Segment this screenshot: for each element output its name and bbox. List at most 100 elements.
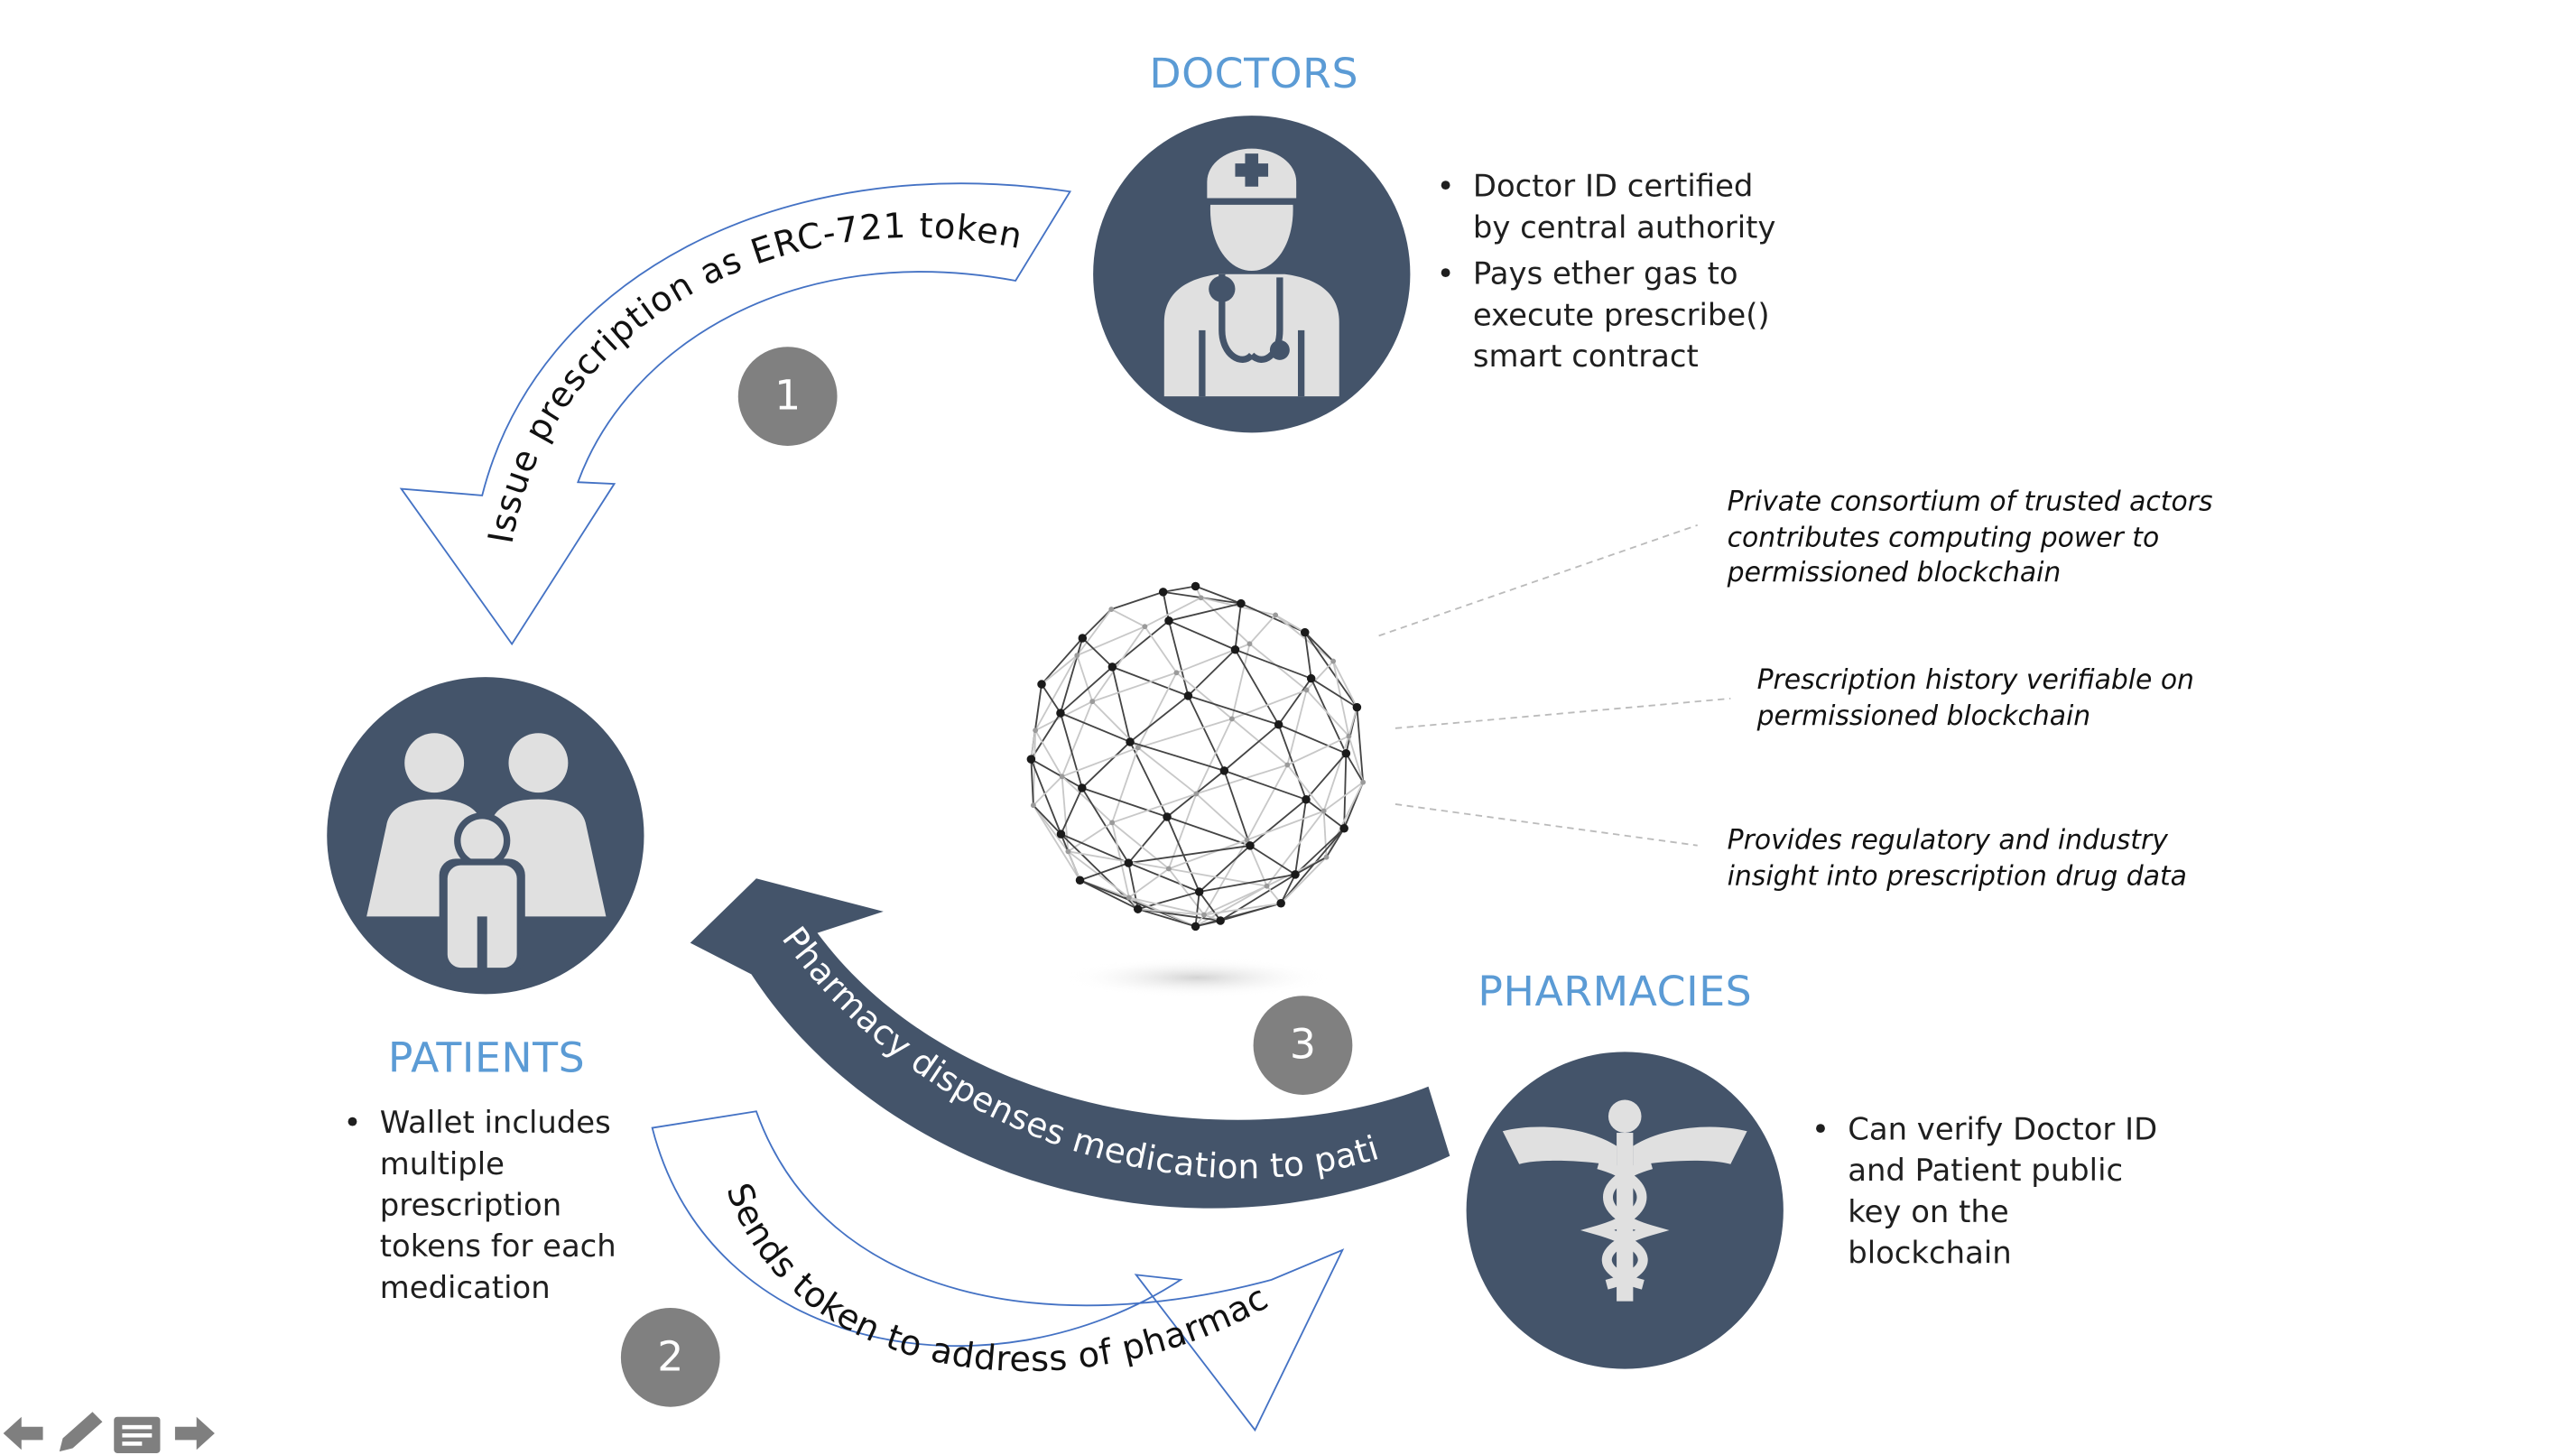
sphere-edge (1343, 753, 1348, 829)
note-line: insight into prescription drug data (1727, 859, 2187, 892)
bullet-line: Pays ether gas to (1472, 257, 1738, 292)
sphere-node (1193, 791, 1200, 797)
sphere-edge (1224, 770, 1307, 801)
sphere-edge (1311, 677, 1357, 709)
sphere-node (1216, 916, 1225, 925)
sphere-edge (1248, 643, 1308, 691)
sphere-edge (1305, 660, 1334, 691)
bullet-line: and Patient public (1848, 1154, 2124, 1190)
sphere-edge (1163, 585, 1196, 593)
bullet-line: blockchain (1848, 1237, 2012, 1272)
sphere-edge (1249, 845, 1296, 876)
sphere-edge (1294, 799, 1307, 875)
network-sphere-icon (1026, 581, 1367, 998)
sphere-edge (1030, 758, 1062, 835)
note-line: Prescription history verifiable on (1756, 663, 2194, 696)
sphere-edge (1280, 828, 1345, 904)
sphere-node (1056, 709, 1065, 718)
sphere-node (1302, 795, 1311, 804)
sphere-node (1163, 812, 1172, 821)
blockchain-note-1: Private consortium of trusted actors con… (1728, 484, 2213, 590)
caduceus-icon (1466, 1052, 1784, 1369)
pharmacies-bullets: Can verify Doctor ID and Patient public … (1812, 1109, 2157, 1279)
note-line: contributes computing power to (1727, 521, 2160, 552)
sphere-node (1074, 653, 1080, 659)
sphere-node (1341, 748, 1351, 758)
sphere-edge (1203, 885, 1267, 916)
sphere-edge (1198, 891, 1221, 922)
sphere-node (1323, 854, 1330, 860)
sphere-node (1026, 755, 1036, 764)
sphere-edge (1034, 654, 1079, 731)
bullet-line: by central authority (1472, 211, 1776, 246)
sphere-node (1078, 634, 1088, 643)
sphere-edge (1129, 695, 1189, 743)
bullet-line: Can verify Doctor ID (1848, 1113, 2158, 1148)
sphere-node (1274, 720, 1283, 729)
sphere-node (1109, 820, 1116, 826)
sphere-edge (1332, 661, 1358, 709)
note-line: Private consortium of trusted actors (1727, 485, 2213, 517)
blockchain-note-2: Prescription history verifiable on permi… (1757, 663, 2194, 734)
step-2-badge: 2 (620, 1307, 720, 1407)
sphere-edge (1203, 839, 1248, 916)
sphere-node (1219, 766, 1229, 775)
sphere-edge (1168, 619, 1236, 651)
sphere-node (1065, 848, 1071, 855)
sphere-edge (1195, 718, 1233, 794)
sphere-node (1191, 581, 1200, 591)
sphere-edge (1325, 782, 1364, 858)
sphere-node (1330, 658, 1337, 664)
sphere-edge (1091, 626, 1146, 702)
sphere-edge (1137, 908, 1205, 916)
sphere-edge (1196, 764, 1288, 795)
bullet-line: medication (379, 1271, 551, 1307)
sphere-edge (1280, 857, 1328, 904)
sphere-node (1089, 699, 1096, 705)
sphere-edge (1067, 821, 1113, 853)
sphere-edge (1286, 690, 1308, 765)
sphere-edge (1060, 712, 1083, 789)
sphere-edge (1034, 700, 1093, 731)
sphere-edge (1076, 608, 1112, 656)
bullet-item: Wallet includes multiple prescription to… (344, 1103, 616, 1310)
bullet-item: Doctor ID certified by central authority (1437, 167, 1776, 249)
sphere-edge (1030, 730, 1037, 760)
connector-2 (1395, 697, 1731, 729)
sphere-edge (1294, 828, 1345, 876)
sphere-edge (1041, 654, 1078, 685)
sphere-edge (1081, 787, 1130, 864)
sphere-edge (1325, 828, 1345, 858)
sphere-edge (1286, 735, 1349, 766)
sphere-edge (1033, 775, 1063, 806)
sphere-edge (1231, 689, 1307, 720)
sphere-edge (1274, 614, 1334, 663)
bullet-line: smart contract (1472, 339, 1699, 375)
sphere-edge (1166, 816, 1251, 847)
sphere-edge (1305, 753, 1348, 801)
sphere-edge (1060, 712, 1131, 743)
step-1-badge: 1 (737, 347, 838, 446)
bullet-item: Can verify Doctor ID and Patient public … (1812, 1109, 2157, 1274)
note-line: permissioned blockchain (1727, 556, 2062, 588)
sphere-edge (1067, 850, 1081, 881)
sphere-edge (1060, 787, 1083, 835)
sphere-edge (1199, 845, 1251, 893)
sphere-edge (1030, 759, 1034, 806)
sphere-edge (1323, 781, 1364, 812)
sphere-node (1320, 808, 1327, 814)
sphere-edge (1110, 608, 1145, 627)
sphere-node (1164, 616, 1173, 626)
sphere-node (1306, 673, 1316, 683)
sphere-edge (1076, 626, 1145, 656)
bullet-line: Wallet includes (379, 1106, 611, 1142)
sphere-edge (1091, 672, 1177, 703)
sphere-edge (1110, 590, 1163, 610)
sphere-edge (1061, 700, 1094, 777)
sphere-edge (1137, 746, 1198, 795)
sphere-edge (1081, 741, 1131, 789)
note-line: Provides regulatory and industry (1727, 823, 2168, 856)
sphere-edge (1111, 792, 1197, 824)
sphere-edge (1187, 695, 1226, 772)
sphere-edge (1348, 707, 1358, 737)
